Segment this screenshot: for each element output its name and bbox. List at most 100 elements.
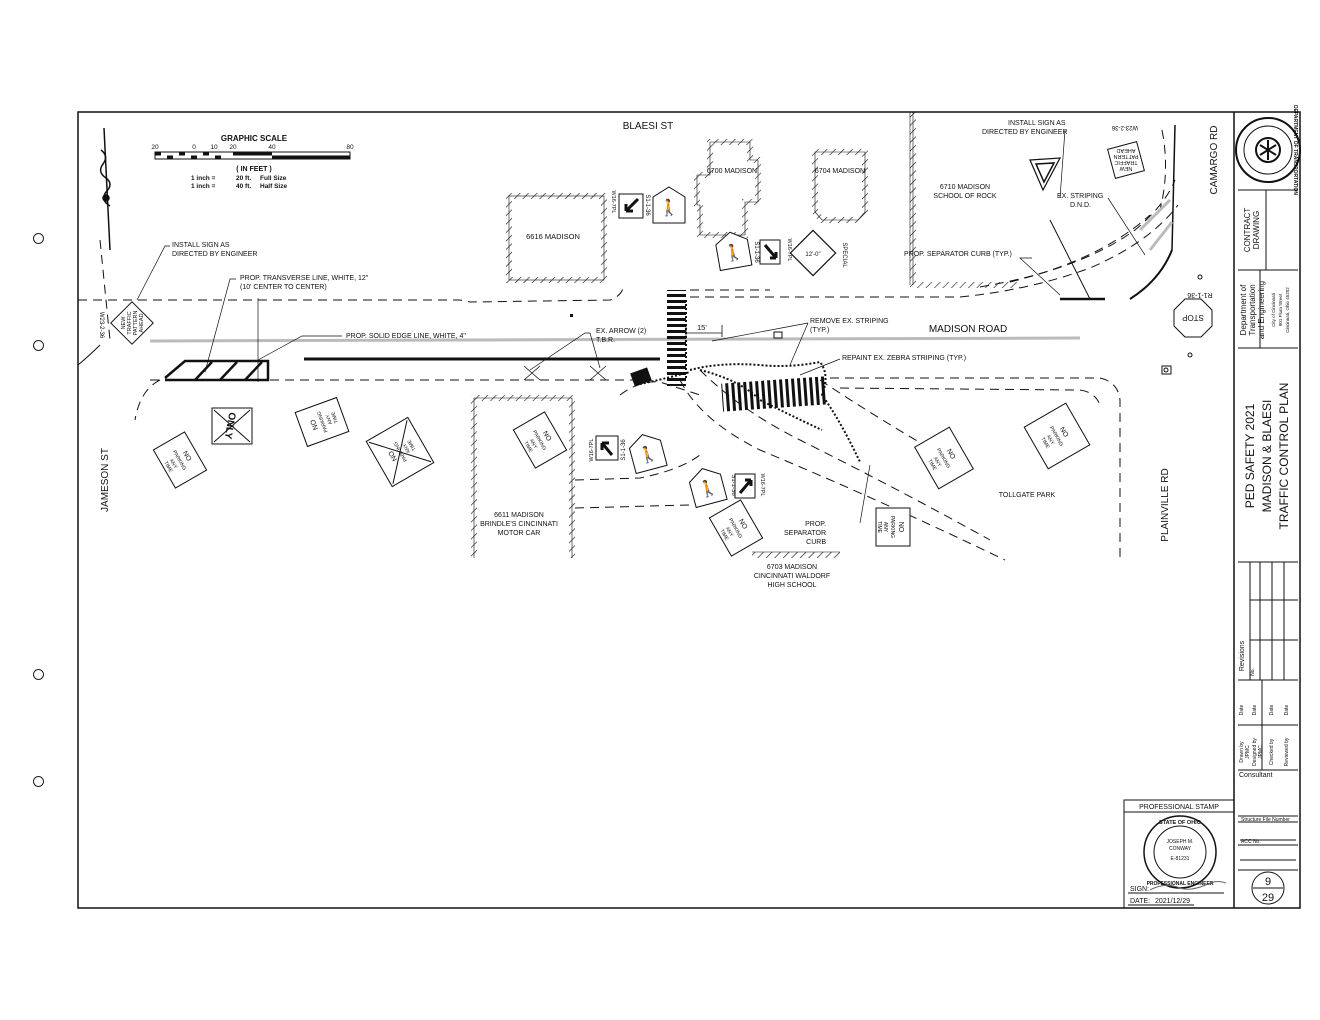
ped-crossing-sign-icon: 🚶 bbox=[715, 231, 753, 272]
plan-label: REPAINT EX. ZEBRA STRIPING (TYP.) bbox=[842, 355, 966, 362]
plan-label: INSTALL SIGN AS bbox=[172, 242, 230, 249]
tollgate-park-label: TOLLGATE PARK bbox=[999, 492, 1056, 499]
arrow-sign-icon bbox=[759, 239, 781, 265]
plan-label: No. bbox=[1250, 668, 1256, 676]
ped-crossing-sign-icon: 🚶 bbox=[628, 434, 668, 475]
building-6616 bbox=[506, 193, 607, 283]
plan-label: 🚶 bbox=[696, 477, 720, 501]
north-arrow-icon bbox=[99, 127, 111, 251]
plan-label: PROFESSIONAL ENGINEER bbox=[1147, 881, 1214, 887]
plan-label: ANY bbox=[1045, 434, 1056, 446]
plan-label: ANY bbox=[401, 441, 412, 453]
sheet-border bbox=[77, 111, 1301, 909]
plan-label: 801 Plum Street bbox=[1278, 293, 1283, 326]
street-blaesi: BLAESI ST bbox=[623, 121, 674, 132]
plan-label: Date bbox=[1252, 705, 1258, 716]
arrow-sign-icon bbox=[734, 473, 756, 499]
plan-label: NO bbox=[737, 518, 749, 531]
plan-label: PROFESSIONAL STAMP bbox=[1139, 804, 1219, 811]
binder-hole bbox=[33, 776, 44, 787]
plan-label: 6704 MADISON bbox=[815, 168, 865, 175]
plan-label: 1 inch = bbox=[191, 175, 216, 182]
graphic-scale: GRAPHIC SCALE 20 0 10 20 40 80 ( IN FEET… bbox=[151, 134, 354, 190]
plan-label: E-81231 bbox=[1171, 856, 1190, 862]
warning-diamond-sign-icon: 12'-0" bbox=[789, 229, 837, 277]
plan-label: 6616 MADISON bbox=[526, 232, 580, 241]
plan-label: Reviewed by bbox=[1284, 737, 1290, 766]
signature-icon bbox=[1149, 881, 1227, 891]
plan-label: TIME bbox=[162, 460, 174, 474]
plan-label: PROP. SOLID EDGE LINE, WHITE, 4" bbox=[346, 333, 466, 340]
plan-label: Cincinnati, Ohio 45202 bbox=[1285, 287, 1290, 333]
plan-label: TIME bbox=[330, 410, 340, 424]
plan-label: MOTOR CAR bbox=[498, 530, 541, 537]
plan-label: STATE OF OHIO bbox=[1159, 820, 1202, 826]
plan-label: SPECIAL bbox=[841, 242, 847, 268]
plan-label: NO bbox=[1058, 426, 1070, 439]
plan-label: W23-2-36 bbox=[1111, 124, 1138, 130]
no-parking-sign-icon: NO PARKING ANY TIME bbox=[708, 499, 764, 557]
plan-label: DEPARTMENT OF TRANSPORTATION bbox=[1292, 105, 1298, 195]
plan-label: REMOVE EX. STRIPING bbox=[810, 318, 889, 325]
plan-label: S1-1-36 bbox=[730, 474, 736, 496]
plan-label: AHEAD bbox=[1116, 147, 1135, 153]
plan-label: AHEAD bbox=[139, 313, 145, 332]
binder-hole bbox=[33, 233, 44, 244]
new-traffic-pattern-sign-icon: NEW TRAFFIC PATTERN AHEAD bbox=[1107, 141, 1145, 179]
plan-label: TIME bbox=[718, 528, 730, 542]
plan-label: SEPARATOR bbox=[784, 530, 826, 537]
plan-label: CONWAY bbox=[1169, 846, 1192, 852]
plan-label: TRAFFIC bbox=[1114, 159, 1137, 165]
plan-label: ONLY bbox=[222, 411, 238, 440]
new-traffic-pattern-sign-icon: NEW TRAFFIC PATTERN AHEAD bbox=[110, 301, 154, 345]
binder-hole bbox=[33, 669, 44, 680]
prop-edge-line bbox=[164, 357, 660, 382]
ped-crossing-sign-icon: 🚶 bbox=[688, 468, 728, 509]
plan-label: HIGH SCHOOL bbox=[767, 582, 816, 589]
plan-label: W16-7PL bbox=[759, 474, 765, 497]
plan-label: 10 bbox=[210, 144, 218, 151]
plan-label: BRINDLE'S CINCINNATI bbox=[480, 521, 558, 528]
plan-label: Half Size bbox=[260, 183, 287, 190]
plan-label: JOSEPH M. bbox=[1167, 839, 1194, 845]
plan-label: TIME bbox=[876, 521, 882, 534]
street-madison: MADISON ROAD bbox=[929, 324, 1007, 335]
plan-label: D.N.D. bbox=[1070, 202, 1091, 209]
plan-label: 🚶 bbox=[659, 198, 679, 217]
plan-label: 6710 MADISON bbox=[940, 184, 990, 191]
plan-label: ANY bbox=[932, 456, 943, 468]
pe-seal-icon: STATE OF OHIO JOSEPH M. CONWAY E-81231 P… bbox=[1143, 815, 1217, 889]
plan-label: TRAFFIC CONTROL PLAN bbox=[1277, 383, 1291, 530]
plan-label: R1-1-36 bbox=[1187, 291, 1212, 298]
plan-label: DATE: bbox=[1130, 898, 1150, 905]
plan-label: JPMC bbox=[1258, 745, 1264, 759]
plan-label: PATTERN bbox=[1114, 153, 1139, 159]
plan-label: 20 ft. bbox=[236, 175, 251, 182]
plan-label: NEW bbox=[121, 316, 127, 330]
no-parking-sign-icon: NO PARKING ANY TIME bbox=[875, 507, 911, 547]
plan-label: ANY bbox=[528, 438, 539, 450]
plan-label: Structure File Number bbox=[1241, 817, 1290, 823]
plan-label: NO bbox=[541, 430, 553, 443]
plan-label: STOP bbox=[1182, 313, 1204, 322]
project-title: PED SAFETY 2021 bbox=[1243, 403, 1257, 508]
no-parking-sign-icon: NO PARKING ANY TIME bbox=[365, 416, 435, 488]
plan-label: ACC No. bbox=[1241, 839, 1261, 845]
plan-label: W16-7PL bbox=[589, 439, 595, 462]
plan-label: CONTRACT bbox=[1243, 208, 1252, 253]
plan-label: Checked by bbox=[1269, 738, 1275, 765]
plan-label: 6703 MADISON bbox=[767, 564, 817, 571]
title-block bbox=[1238, 189, 1298, 905]
plan-label: 🚶 bbox=[722, 241, 745, 263]
plan-label: Date bbox=[1284, 705, 1290, 716]
plan-label: NO bbox=[945, 448, 957, 461]
plan-label: 80 bbox=[346, 144, 354, 151]
plan-label: DRAWING bbox=[1252, 211, 1261, 249]
plan-label: 0 bbox=[192, 144, 196, 151]
plan-label: Date bbox=[1239, 705, 1245, 716]
plan-label: City of Cincinnati bbox=[1271, 293, 1276, 327]
plan-label: EX. ARROW (2) bbox=[596, 328, 646, 335]
plan-label: Drawn by bbox=[1239, 741, 1245, 763]
ped-crossing-sign-icon: 🚶 bbox=[652, 186, 686, 224]
plan-label: 6611 MADISON bbox=[494, 512, 544, 519]
